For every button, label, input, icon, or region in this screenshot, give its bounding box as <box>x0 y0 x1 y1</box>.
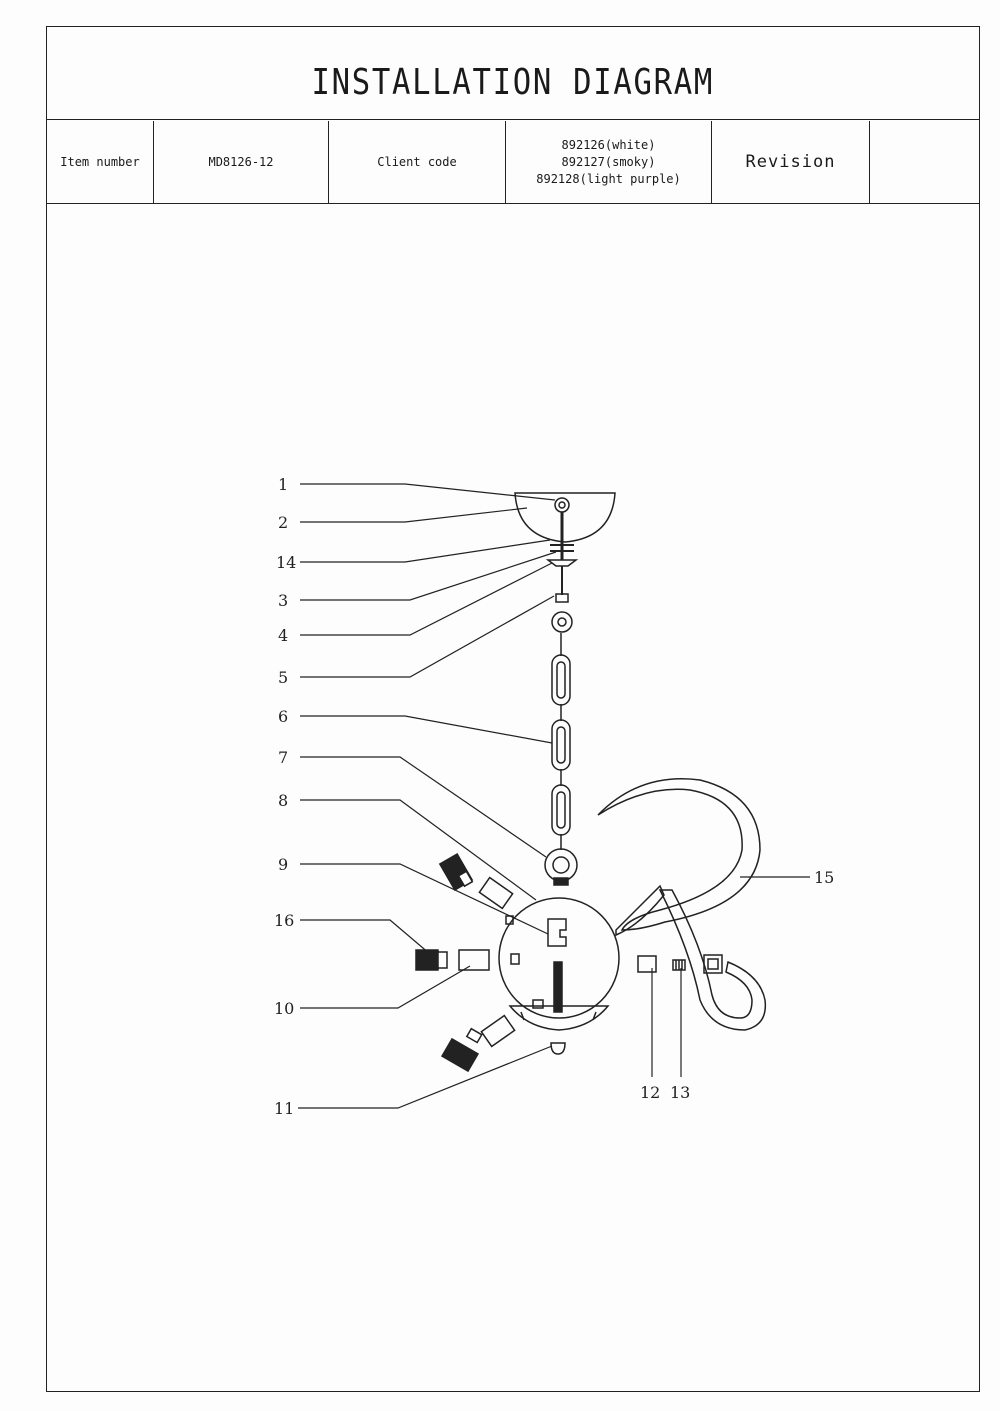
part-label-11: 11 <box>274 1099 294 1118</box>
leader-14 <box>300 539 551 563</box>
part-label-9: 9 <box>278 855 288 874</box>
item-number-label: Item number <box>47 121 154 203</box>
part-label-15: 15 <box>814 868 834 887</box>
inner-bracket <box>547 918 567 947</box>
inner-socket <box>510 953 520 965</box>
shade-middle <box>458 949 490 971</box>
client-code-label: Client code <box>329 121 506 203</box>
part-label-2: 2 <box>278 513 288 532</box>
center-rod <box>553 961 563 1013</box>
info-table: Item number MD8126-12 Client code 892126… <box>47 121 979 204</box>
chain-link-3-inner <box>556 791 566 829</box>
part-label-7: 7 <box>278 748 288 767</box>
part-label-4: 4 <box>278 626 288 645</box>
leader-6 <box>300 715 553 744</box>
part-label-6: 6 <box>278 707 288 726</box>
part-label-3: 3 <box>278 591 288 610</box>
title-row: INSTALLATION DIAGRAM <box>47 27 979 120</box>
revision-label: Revision <box>712 121 870 203</box>
shade-lower <box>480 1014 516 1048</box>
bottom-finial <box>550 1042 566 1055</box>
item-number-value: MD8126-12 <box>154 121 329 203</box>
leader-5 <box>300 595 555 678</box>
arm-curl <box>658 889 767 1031</box>
ceiling-hook-inner <box>558 501 566 509</box>
bottom-ring <box>544 848 578 882</box>
top-ring-inner <box>557 617 567 627</box>
drawing-frame: INSTALLATION DIAGRAM Item number MD8126-… <box>46 26 980 1392</box>
leader-16 <box>300 919 431 955</box>
part-label-1: 1 <box>278 475 288 494</box>
leader-7 <box>300 756 547 858</box>
part-label-10: 10 <box>274 999 294 1018</box>
leader-10 <box>300 965 471 1009</box>
leader-4 <box>300 562 553 636</box>
chain-link-1-inner <box>556 661 566 699</box>
part-label-8: 8 <box>278 791 288 810</box>
leader-2 <box>300 507 528 523</box>
chain-link-2-inner <box>556 726 566 764</box>
leader-3 <box>300 551 557 601</box>
chandelier-body <box>498 897 620 1019</box>
lamp-holder-middle-band <box>437 951 448 969</box>
connector-12 <box>637 955 657 973</box>
chain-cup <box>545 559 579 567</box>
lamp-holder-middle <box>415 949 439 971</box>
leader-1 <box>300 483 556 501</box>
plate-socket <box>532 999 544 1009</box>
part-label-16: 16 <box>274 911 294 930</box>
ceiling-hook <box>554 497 570 513</box>
part-label-12: 12 <box>640 1083 660 1102</box>
bottom-ring-inner <box>552 856 570 874</box>
lamp-holder-lower-band <box>465 1027 483 1044</box>
arm-cup <box>615 884 665 937</box>
shade-upper <box>478 876 514 910</box>
client-code-smoky: 892127(smoky) <box>561 154 656 169</box>
part-label-14: 14 <box>276 553 296 572</box>
chain-connector <box>555 593 569 603</box>
bottom-ring-nut <box>553 877 569 886</box>
client-code-light-purple: 892128(light purple) <box>536 171 681 186</box>
page-title: INSTALLATION DIAGRAM <box>311 61 715 103</box>
leader-11 <box>298 1045 553 1109</box>
arm-end-connector <box>703 954 723 974</box>
ceiling-canopy <box>514 492 616 543</box>
client-code-white: 892126(white) <box>561 137 656 152</box>
part-label-5: 5 <box>278 668 288 687</box>
lamp-holder-upper-band <box>457 870 474 888</box>
top-ring <box>551 611 573 633</box>
arm-end-connector-inner <box>707 958 719 970</box>
candle-arm <box>597 778 761 931</box>
leader-8 <box>300 799 537 901</box>
part-label-13: 13 <box>670 1083 690 1102</box>
client-code-values: 892126(white) 892127(smoky) 892128(light… <box>506 121 712 203</box>
lamp-holder-lower <box>440 1037 480 1073</box>
leader-9 <box>300 863 549 935</box>
